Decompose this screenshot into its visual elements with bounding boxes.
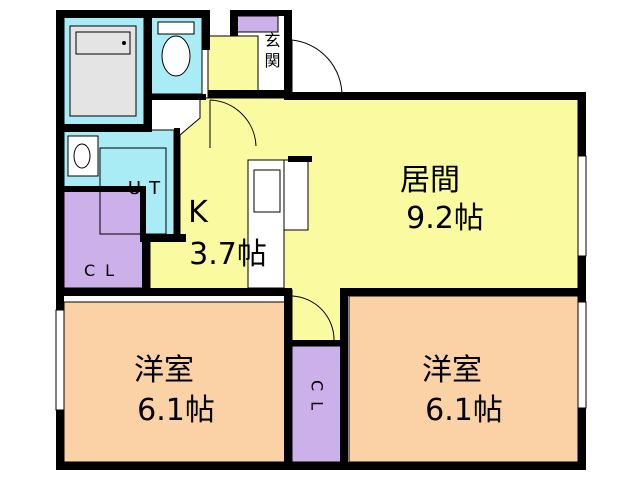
bathtub-drain bbox=[122, 41, 126, 45]
living-room-size: 9.2帖 bbox=[406, 201, 484, 236]
toilet-icon bbox=[157, 21, 195, 77]
bathtub-icon bbox=[69, 25, 137, 117]
kitchen-counter-icon bbox=[247, 159, 309, 289]
bathtub-inner bbox=[75, 31, 131, 55]
western-room-left-name: 洋室 bbox=[134, 353, 194, 388]
shoe-shelf bbox=[235, 15, 279, 33]
windows bbox=[55, 155, 587, 411]
entrance-label: 玄関 bbox=[262, 32, 281, 72]
kitchen-size: 3.7帖 bbox=[189, 237, 267, 272]
entrance-floor bbox=[207, 35, 259, 99]
utility-label: UT bbox=[128, 178, 168, 199]
western-room-left-floor bbox=[63, 301, 289, 463]
kitchen-name: K bbox=[188, 195, 209, 230]
closet-lower-label: CL bbox=[308, 380, 327, 420]
western-room-right-name: 洋室 bbox=[422, 353, 482, 388]
western-room-left-size: 6.1帖 bbox=[137, 393, 215, 428]
closet-upper-label: CL bbox=[84, 261, 124, 280]
closet-upper-floor bbox=[63, 189, 145, 289]
walls bbox=[56, 10, 586, 470]
washbasin-icon bbox=[67, 135, 99, 177]
western-room-right-size: 6.1帖 bbox=[425, 393, 503, 428]
closet-lower-floor bbox=[291, 345, 343, 463]
living-room-name: 居間 bbox=[400, 163, 460, 198]
door-swing-icon bbox=[209, 39, 343, 341]
